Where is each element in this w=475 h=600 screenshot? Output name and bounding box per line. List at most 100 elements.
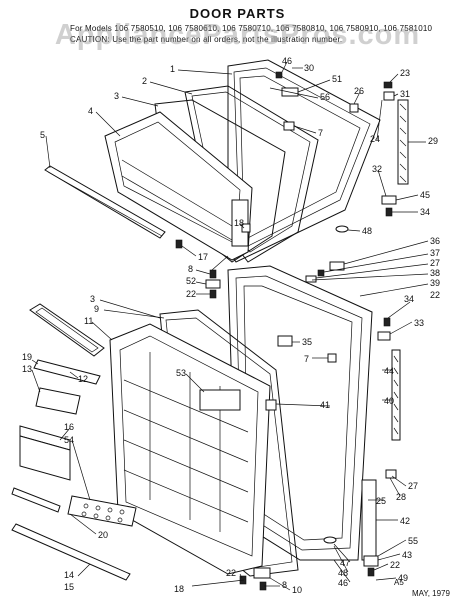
- handle-texture: [399, 103, 407, 183]
- callout-23: 23: [400, 68, 410, 78]
- screw-8a: [209, 269, 217, 279]
- hinge-bracket-31: [383, 91, 395, 101]
- callout-49: 49: [398, 573, 408, 583]
- callout-48a: 48: [362, 226, 372, 236]
- callout-5: 5: [40, 130, 45, 140]
- callout-42: 42: [400, 516, 410, 526]
- hinge-strip-42: [361, 479, 377, 561]
- butter-door-13: [35, 387, 81, 415]
- screw-22b: [209, 289, 217, 299]
- screw-34a: [385, 207, 393, 217]
- callout-17: 17: [198, 252, 208, 262]
- cap-33: [377, 331, 391, 341]
- callout-22d: 22: [226, 568, 236, 578]
- hinge-43: [363, 555, 379, 567]
- caution-line: CAUTION: Use the part number on all orde…: [70, 35, 343, 44]
- callout-43: 43: [402, 550, 412, 560]
- callout-15: 15: [64, 582, 74, 592]
- callout-52: 52: [186, 276, 196, 286]
- callout-39: 39: [430, 278, 440, 288]
- washer-48a: [335, 225, 349, 233]
- callout-3a: 3: [114, 91, 119, 101]
- callout-38: 38: [430, 268, 440, 278]
- callout-45: 45: [420, 190, 430, 200]
- callout-13: 13: [22, 364, 32, 374]
- callout-8b: 8: [282, 580, 287, 590]
- callout-41: 41: [320, 400, 330, 410]
- screw-22c: [367, 567, 375, 577]
- callout-24: 24: [370, 134, 380, 144]
- freezer-door-liner: [104, 111, 253, 261]
- hinge-cap-35: [277, 335, 293, 347]
- callout-20: 20: [98, 530, 108, 540]
- food-liner-inner: [119, 335, 259, 557]
- callout-26: 26: [354, 86, 364, 96]
- callout-33: 33: [414, 318, 424, 328]
- freezer-door-hinge-cap: [231, 199, 249, 247]
- callout-22b: 22: [186, 289, 196, 299]
- part-41: [265, 399, 277, 411]
- callout-37: 37: [430, 248, 440, 258]
- screw-17: [175, 239, 183, 249]
- callout-30: 30: [304, 63, 314, 73]
- dairy-door-53: [199, 389, 241, 411]
- callout-55: 55: [408, 536, 418, 546]
- callout-51: 51: [332, 74, 342, 84]
- callout-56: 56: [320, 92, 330, 102]
- panel-upper-left: [29, 303, 105, 357]
- screw-23: [383, 81, 393, 89]
- trim-14-15: [11, 523, 131, 581]
- callout-54: 54: [64, 435, 74, 445]
- strip-20: [11, 487, 61, 513]
- callout-44: 44: [384, 366, 394, 376]
- trim-strip-line: [47, 171, 163, 237]
- callout-46a: 46: [282, 56, 292, 66]
- page-title: DOOR PARTS: [189, 6, 286, 21]
- callout-34b: 34: [404, 294, 414, 304]
- callout-3b: 3: [90, 294, 95, 304]
- callout-11: 11: [84, 316, 93, 326]
- callout-4: 4: [88, 106, 93, 116]
- callout-36: 36: [430, 236, 440, 246]
- footer-code: A5: [394, 578, 404, 587]
- screw-46a: [275, 71, 283, 79]
- part-38: [305, 275, 317, 283]
- freezer-trim-strip: [44, 165, 166, 239]
- bracket-18a: [241, 223, 251, 233]
- footer-date: MAY, 1979: [412, 589, 450, 598]
- callout-31: 31: [400, 89, 410, 99]
- hinge-bottom: [253, 567, 271, 579]
- food-handle-texture: [393, 355, 399, 435]
- callout-1: 1: [170, 64, 175, 74]
- callout-53: 53: [176, 368, 186, 378]
- callout-19: 19: [22, 352, 32, 362]
- callout-28: 28: [396, 492, 406, 502]
- callout-35: 35: [302, 337, 312, 347]
- callout-2: 2: [142, 76, 147, 86]
- callout-9: 9: [94, 304, 99, 314]
- callout-18a: 18: [234, 218, 244, 228]
- callout-7b: 7: [304, 354, 309, 364]
- callout-18b: 18: [174, 584, 184, 594]
- callout-40: 40: [384, 396, 394, 406]
- callout-8a: 8: [188, 264, 193, 274]
- freezer-shelf-rail: [121, 159, 233, 227]
- callout-12: 12: [78, 374, 88, 384]
- stop-7b: [327, 353, 337, 363]
- bin-16-body: [19, 435, 71, 481]
- food-liner-shelves: [123, 379, 249, 523]
- shelf-bar-12: [33, 359, 101, 385]
- part-26: [349, 103, 359, 113]
- washer-48b: [323, 536, 337, 544]
- callout-27b: 27: [408, 481, 418, 491]
- bracket-28: [385, 469, 397, 479]
- models-line: For Models 106 7580510, 106 7580610, 106…: [70, 24, 433, 33]
- header: DOOR PARTS For Models 106 7580510, 106 7…: [0, 0, 475, 56]
- callout-10: 10: [292, 585, 302, 595]
- callout-32: 32: [372, 164, 382, 174]
- callout-7a: 7: [318, 128, 323, 138]
- hinge-45: [381, 195, 397, 205]
- callout-27a: 27: [430, 258, 440, 268]
- freezer-handle: [397, 99, 409, 185]
